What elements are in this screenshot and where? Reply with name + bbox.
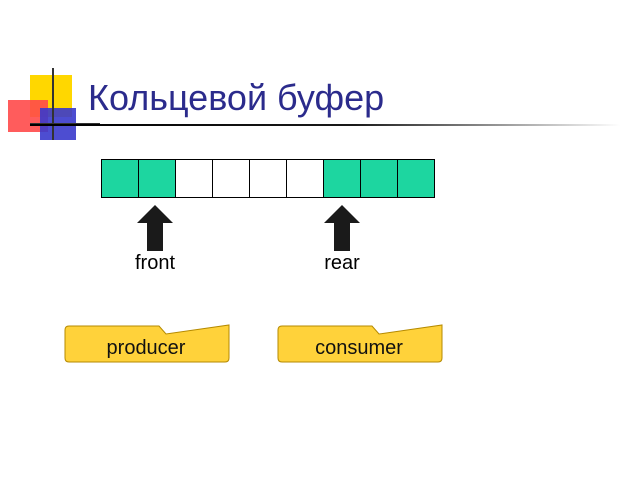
buffer-cell xyxy=(324,160,361,197)
consumer-note: consumer xyxy=(276,324,444,364)
buffer-cell xyxy=(213,160,250,197)
front-label: front xyxy=(134,252,176,274)
buffer-cell xyxy=(361,160,398,197)
producer-note: producer xyxy=(63,324,231,364)
rear-label: rear xyxy=(324,252,360,274)
slide-title: Кольцевой буфер xyxy=(88,77,385,118)
title-underline xyxy=(30,124,620,126)
buffer-cell xyxy=(102,160,139,197)
consumer-label: consumer xyxy=(315,337,403,359)
buffer-cell xyxy=(139,160,176,197)
rear-pointer-arrow-icon xyxy=(324,205,360,251)
front-pointer-arrow-icon xyxy=(137,205,173,251)
buffer-cell xyxy=(250,160,287,197)
buffer-cell xyxy=(287,160,324,197)
producer-label: producer xyxy=(106,337,186,359)
buffer-cell xyxy=(176,160,213,197)
buffer-cell xyxy=(398,160,434,197)
ring-buffer xyxy=(101,159,435,198)
